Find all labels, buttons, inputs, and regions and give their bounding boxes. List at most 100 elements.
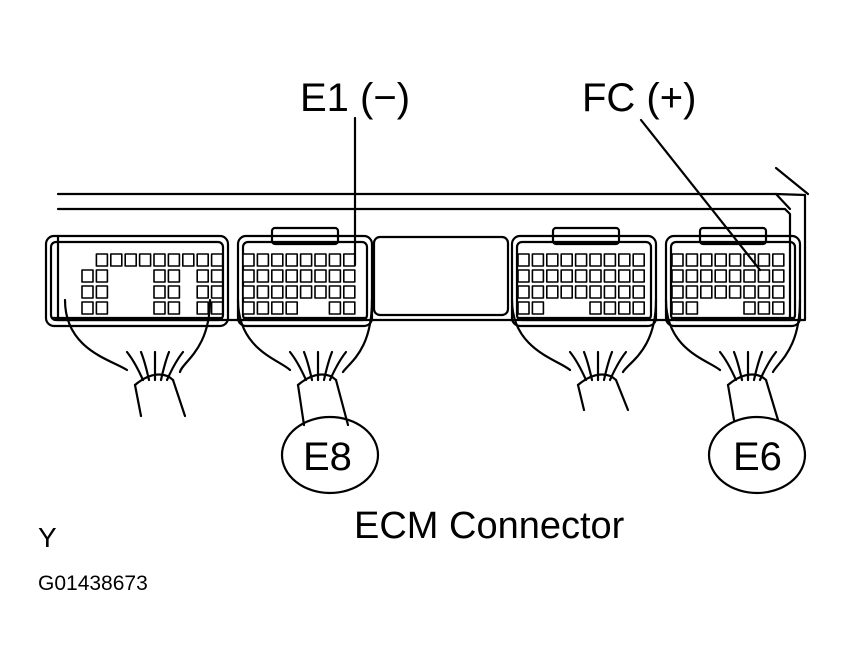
pin-cell: [531, 253, 545, 267]
pin-cell: [728, 253, 742, 267]
e6-connector-inner-frame: [669, 240, 797, 322]
pin-cell: [95, 253, 109, 267]
pin-cell: [285, 301, 299, 315]
pin-cell: [517, 269, 530, 283]
e6-connector-label: E6: [733, 435, 782, 479]
pin-cell: [124, 253, 137, 267]
wire-strand: [165, 350, 185, 382]
pin-cell: [342, 269, 356, 283]
pin-cell: [270, 253, 284, 267]
wire-strand: [322, 350, 334, 382]
harness-boot-outline: [236, 298, 374, 374]
figure-code: G01438673: [38, 572, 148, 595]
pin-cell: [743, 253, 756, 267]
pin-cell: [81, 269, 94, 283]
pin-cell: [138, 253, 152, 267]
pin-cell: [210, 285, 224, 299]
pin-cell: [560, 253, 574, 267]
pin-cell: [270, 285, 284, 299]
pin-cell: [699, 285, 713, 299]
pin-cell: [743, 269, 756, 283]
pin-cell: [685, 269, 699, 283]
pin-cell: [153, 301, 166, 315]
wire-strand: [159, 350, 171, 382]
pin-cell: [714, 253, 728, 267]
pin-cell: [328, 269, 342, 283]
pin-cell: [167, 253, 181, 267]
pin-cell: [603, 269, 617, 283]
pin-cell: [617, 253, 631, 267]
pin-cell: [125, 302, 136, 314]
pin-cell: [301, 302, 312, 314]
e6-connector: [664, 226, 802, 328]
pin-cell: [560, 269, 574, 283]
pin-cell: [196, 301, 209, 315]
pin-cell: [685, 301, 699, 315]
pin-cell: [95, 285, 109, 299]
pin-cell: [632, 253, 646, 267]
wire-bundle-collar: [576, 373, 618, 387]
pin-cell: [671, 269, 684, 283]
pin-cell: [714, 285, 728, 299]
pin-cell: [671, 285, 684, 299]
pin-cell: [771, 269, 785, 283]
wire-strand: [718, 350, 738, 382]
pin-cell: [685, 285, 699, 299]
pin-cell: [617, 269, 631, 283]
pin-cell: [153, 253, 166, 267]
pin-cell: [699, 269, 713, 283]
pin-cell: [545, 253, 559, 267]
pin-cell: [183, 302, 194, 314]
pin-cell: [95, 301, 109, 315]
pin-cell: [314, 285, 327, 299]
pin-cell: [196, 253, 209, 267]
wire-bundle: [133, 378, 187, 418]
pin-cell: [183, 270, 194, 282]
pin-cell: [545, 285, 559, 299]
harness-boot-outline: [510, 298, 658, 374]
left-partial-connector: [44, 234, 230, 328]
pin-cell: [342, 285, 356, 299]
pin-cell: [256, 285, 270, 299]
pin-cell: [314, 253, 327, 267]
pin-cell: [771, 301, 785, 315]
pin-cell: [256, 253, 270, 267]
pin-cell: [285, 285, 299, 299]
e1-terminal-label: E1 (−): [300, 76, 411, 120]
fc-leader-line: [639, 118, 762, 272]
wire-bundle-collar: [296, 373, 338, 387]
pin-cell: [140, 286, 151, 298]
pin-cell: [328, 253, 342, 267]
pin-cell: [603, 253, 617, 267]
pin-cell: [531, 301, 545, 315]
pin-cell: [617, 301, 631, 315]
wire-strand: [752, 350, 764, 382]
pin-cell: [270, 269, 284, 283]
pin-cell: [771, 285, 785, 299]
wire-strand: [125, 350, 145, 382]
wire-bundle: [576, 378, 630, 412]
fc-terminal-label: FC (+): [582, 76, 697, 120]
pin-cell: [728, 269, 742, 283]
pin-cell: [617, 285, 631, 299]
pin-cell: [256, 269, 270, 283]
wire-bundle: [726, 378, 780, 422]
y-mark: Y: [38, 522, 57, 553]
pin-cell: [730, 302, 741, 314]
pin-cell: [111, 302, 122, 314]
pin-cell: [576, 302, 587, 314]
left-partial-connector-harness: [63, 298, 212, 418]
e8-connector-harness: [236, 298, 374, 427]
pin-cell: [699, 253, 713, 267]
pin-cell: [632, 269, 646, 283]
wire-strand: [608, 350, 628, 382]
pin-cell: [299, 269, 313, 283]
pin-cell: [545, 269, 559, 283]
e8-callout-circle: [280, 415, 380, 495]
pin-cell: [210, 253, 224, 267]
e8-connector-housing: [236, 234, 374, 328]
center-right-connector-latch: [551, 226, 621, 246]
pin-cell: [517, 301, 530, 315]
pin-cell: [561, 302, 572, 314]
